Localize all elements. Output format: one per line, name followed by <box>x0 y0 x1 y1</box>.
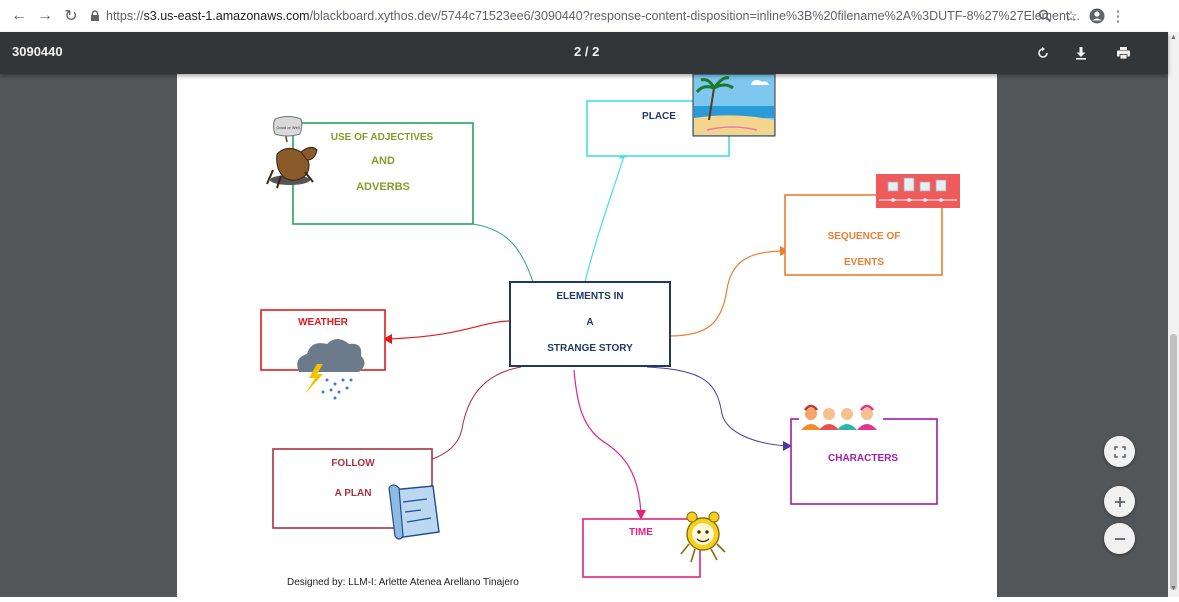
print-icon[interactable] <box>1110 40 1136 66</box>
follow-line-2: A PLAN <box>335 488 372 499</box>
sequence-node <box>784 194 943 276</box>
menu-kebab-icon[interactable]: ⋮ <box>1110 8 1126 25</box>
follow-line-1: FOLLOW <box>331 458 375 469</box>
vertical-scrollbar[interactable]: ▲ ▼ <box>1168 32 1179 597</box>
minus-icon <box>1114 537 1125 540</box>
adjectives-line-1: USE OF ADJECTIVES <box>331 132 434 143</box>
pdf-page: ELEMENTS IN A STRANGE STORY USE OF ADJEC… <box>177 73 997 597</box>
sequence-line-1: SEQUENCE OF <box>828 231 901 242</box>
pdf-viewer: ELEMENTS IN A STRANGE STORY USE OF ADJEC… <box>0 73 1168 597</box>
rotate-icon[interactable] <box>1030 40 1056 66</box>
dog-sign-text: Good or Well <box>276 125 299 130</box>
arrowhead-weather <box>383 334 392 344</box>
url-field[interactable]: https://s3.us-east-1.amazonaws.com/black… <box>106 9 1080 23</box>
place-label: PLACE <box>642 111 676 122</box>
scroll-down-arrow-icon[interactable]: ▼ <box>1170 585 1177 592</box>
pdf-toolbar: 3090440 2 / 2 <box>0 32 1168 74</box>
time-node <box>582 518 701 578</box>
page-indicator: 2 / 2 <box>574 44 600 59</box>
adjectives-line-2: AND <box>371 155 395 167</box>
connector-sequence <box>668 250 786 337</box>
connector-adjectives <box>472 223 534 283</box>
zoom-out-button[interactable] <box>1104 523 1135 554</box>
plus-icon <box>1114 496 1125 507</box>
center-line-1: ELEMENTS IN <box>556 291 623 302</box>
url-prefix: https:// <box>106 9 144 23</box>
zoom-in-button[interactable] <box>1104 486 1135 517</box>
people-illustration <box>799 404 883 432</box>
adjectives-line-3: ADVERBS <box>356 181 410 193</box>
characters-label: CHARACTERS <box>828 453 898 464</box>
reload-icon[interactable]: ↻ <box>64 8 78 25</box>
alarm-clock-illustration <box>680 511 726 563</box>
bookmark-star-icon[interactable]: ☆ <box>1064 8 1078 25</box>
characters-node <box>790 418 938 505</box>
url-host: s3.us-east-1.amazonaws.com <box>143 9 310 23</box>
adjectives-node <box>292 122 474 225</box>
storm-cloud-illustration <box>297 339 365 400</box>
connector-characters <box>646 366 788 447</box>
document-title: 3090440 <box>12 44 63 59</box>
sequence-illustration <box>876 174 960 208</box>
mind-map: ELEMENTS IN A STRANGE STORY USE OF ADJEC… <box>260 73 960 588</box>
lock-icon <box>88 5 102 27</box>
dog-sign-illustration: Good or Well <box>266 116 318 189</box>
back-arrow-icon[interactable]: ← <box>11 7 27 24</box>
center-node <box>509 281 671 367</box>
center-line-3: STRANGE STORY <box>547 343 633 354</box>
fit-to-page-button[interactable] <box>1104 436 1135 467</box>
scroll-up-arrow-icon[interactable]: ▲ <box>1170 34 1177 41</box>
fit-page-icon <box>1113 445 1126 458</box>
center-line-2: A <box>586 317 593 328</box>
connector-weather <box>386 320 511 340</box>
credit-text: Designed by: LLM-I: Arlette Atenea Arell… <box>287 577 519 588</box>
forward-arrow-icon[interactable]: → <box>37 7 53 24</box>
weather-label: WEATHER <box>298 317 349 328</box>
zoom-search-icon[interactable] <box>1032 5 1058 27</box>
account-icon[interactable] <box>1084 5 1110 27</box>
scroll-map-illustration <box>388 484 440 540</box>
time-label: TIME <box>629 527 653 538</box>
sequence-line-2: EVENTS <box>844 257 884 268</box>
connector-follow <box>431 366 522 460</box>
connector-place <box>584 155 625 283</box>
arrowhead-time <box>636 510 646 520</box>
browser-address-bar: ← → ↻ https://s3.us-east-1.amazonaws.com… <box>0 0 1179 32</box>
connector-time <box>573 369 642 515</box>
url-path: /blackboard.xythos.dev/5744c71523ee6/309… <box>309 9 1080 23</box>
download-icon[interactable] <box>1068 40 1094 66</box>
scrollbar-thumb[interactable] <box>1170 334 1177 590</box>
beach-illustration <box>692 73 776 137</box>
arrowhead-characters <box>783 441 792 451</box>
